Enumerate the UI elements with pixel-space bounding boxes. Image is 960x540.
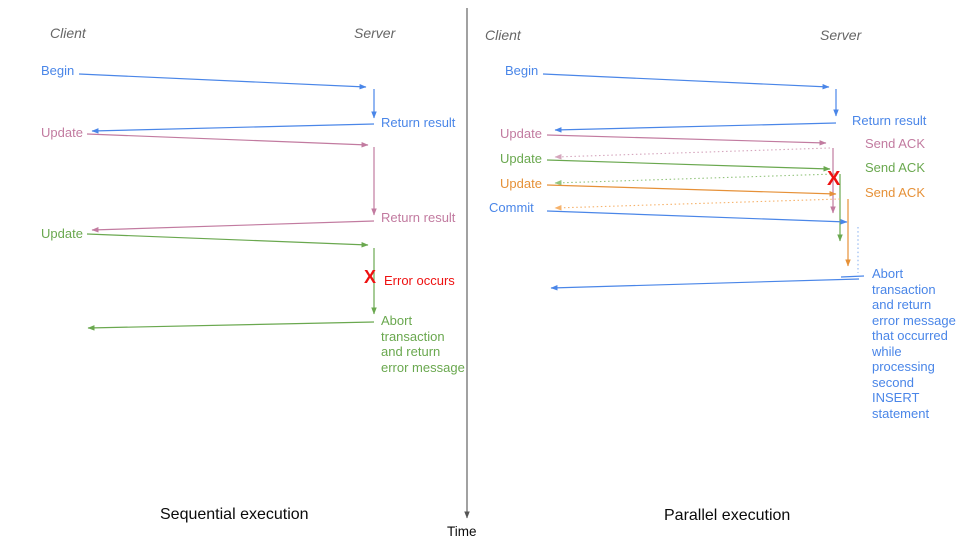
par-send-ack2-label: Send ACK (865, 160, 925, 175)
par-abort-return-arrow (550, 278, 860, 291)
par-update2-request-arrow (546, 159, 831, 172)
par-begin-label: Begin (505, 63, 539, 78)
par-send-ack1-label: Send ACK (865, 136, 925, 151)
sequential-execution-caption: Sequential execution (160, 506, 309, 523)
par-ack1-dashed-arrow (554, 147, 831, 160)
seq-error-label: Error occurs (384, 273, 455, 288)
seq-update1-request-arrow (86, 133, 369, 148)
par-send-ack3-label: Send ACK (865, 185, 925, 200)
seq-return-result2-label: Return result (381, 210, 456, 225)
seq-return-result1-label: Return result (381, 115, 456, 130)
seq-return-result-1-arrow (91, 123, 375, 134)
seq-server-header: Server (354, 25, 396, 41)
par-ack2-dashed-arrow (554, 173, 836, 186)
par-commit-label: Commit (489, 200, 534, 215)
par-return-result-arrow (554, 122, 837, 133)
par-update3-label: Update (500, 176, 542, 191)
par-update1-label: Update (500, 126, 542, 141)
seq-abort-message: Abort transaction and return error messa… (381, 313, 465, 375)
par-server-header: Server (820, 27, 862, 43)
seq-begin-request-arrow (78, 73, 367, 90)
par-update2-label: Update (500, 151, 542, 166)
par-error-x-mark: X (827, 168, 841, 190)
par-abort-tick-line (840, 275, 865, 278)
parallel-execution-caption: Parallel execution (664, 507, 791, 524)
par-abort-message: Abort transaction and return error messa… (872, 266, 956, 421)
seq-begin-label: Begin (41, 63, 75, 78)
par-update1-request-arrow (546, 134, 827, 146)
par-return-result-label: Return result (852, 113, 927, 128)
par-client-header: Client (485, 27, 521, 43)
par-begin-request-arrow (542, 73, 830, 90)
seq-error-x-mark: X (364, 267, 377, 287)
par-update3-request-arrow (546, 184, 837, 197)
seq-update2-label: Update (41, 226, 83, 241)
seq-abort-return-arrow (87, 321, 375, 331)
seq-update2-request-arrow (86, 233, 369, 248)
seq-return-result-2-arrow (91, 220, 375, 233)
seq-client-header: Client (50, 25, 86, 41)
time-axis-label: Time (447, 524, 477, 539)
seq-update1-label: Update (41, 125, 83, 140)
par-ack3-dashed-arrow (554, 198, 841, 211)
par-commit-request-arrow (546, 210, 848, 225)
